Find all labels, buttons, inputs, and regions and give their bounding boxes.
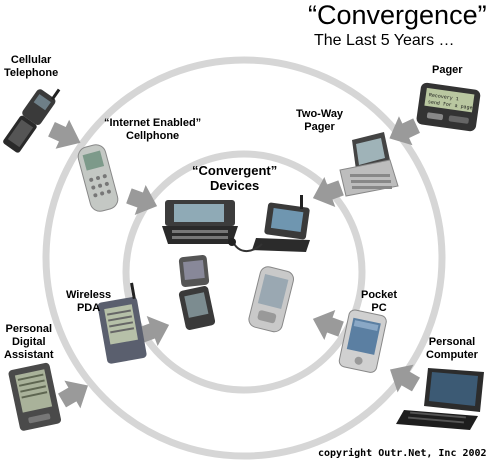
label-pager: Pager [432,64,463,77]
label-line: Assistant [4,349,54,361]
label-line: Devices [210,178,260,193]
label-line: Computer [426,349,478,361]
label-line: PDA [76,302,101,314]
page-title: “Convergence” [308,0,487,30]
label-line: Personal [5,323,52,335]
pocket-pc-image [338,309,387,373]
arrow-twoway-to-convergent [312,176,344,208]
label-pocket-pc: Pocket PC [361,289,397,315]
label-line: Cellphone [126,130,180,142]
arrow-pocketpc-to-convergent [312,309,344,341]
label-wireless-pda: Wireless PDA [66,289,111,315]
label-line: Two-Way [296,108,344,120]
label-line: Pocket [361,289,398,301]
label-line: “Internet Enabled” [104,117,202,129]
outer-ring [42,56,446,460]
arrow-wireless-to-convergent [138,315,170,347]
pager-screen-line-1: Recovery 1 [428,92,459,102]
arrow-internet-to-convergent [126,184,158,216]
label-personal-digital-assistant: Personal Digital Assistant [4,323,54,362]
arrow-pc-to-pocketpc [390,364,420,393]
label-line: Pager [304,121,335,133]
label-personal-computer: Personal Computer [426,336,478,362]
label-internet-cellphone: “Internet Enabled” Cellphone [104,117,201,143]
arrow-pager-to-twoway [389,116,420,146]
arrow-pda-to-wireless [58,380,88,409]
label-line: PC [371,302,387,314]
wireless-pda-image [97,282,147,364]
label-line: Wireless [66,289,112,301]
internet-cellphone-image [77,144,119,212]
pda-image [8,362,62,431]
cellular-telephone-image [3,88,61,153]
communicator-image [162,200,238,244]
laptop-image [396,368,484,430]
label-line: Digital [11,336,46,348]
label-cellular-telephone: Cellular Telephone [4,54,58,80]
palm-computer-image [228,195,310,252]
two-way-pager-image [339,132,399,197]
label-line: Telephone [4,67,59,79]
arrows [48,116,420,409]
page-subtitle: The Last 5 Years … [314,32,455,49]
pager-image: Recovery 1 send for a page [416,82,481,132]
label-line: Cellular [10,54,52,66]
inner-ring [122,150,366,394]
arrow-cell-to-internet [48,119,81,149]
flip-pda-image [178,255,216,330]
label-convergent-devices: “Convergent” Devices [192,163,277,193]
label-line: “Convergent” [192,163,278,178]
copyright-notice: copyright Outr.Net, Inc 2002 [318,448,487,459]
label-line: Personal [428,336,476,348]
label-line: Pager [432,64,463,76]
label-two-way-pager: Two-Way Pager [296,108,343,134]
smartphone-pda-image [248,266,295,333]
